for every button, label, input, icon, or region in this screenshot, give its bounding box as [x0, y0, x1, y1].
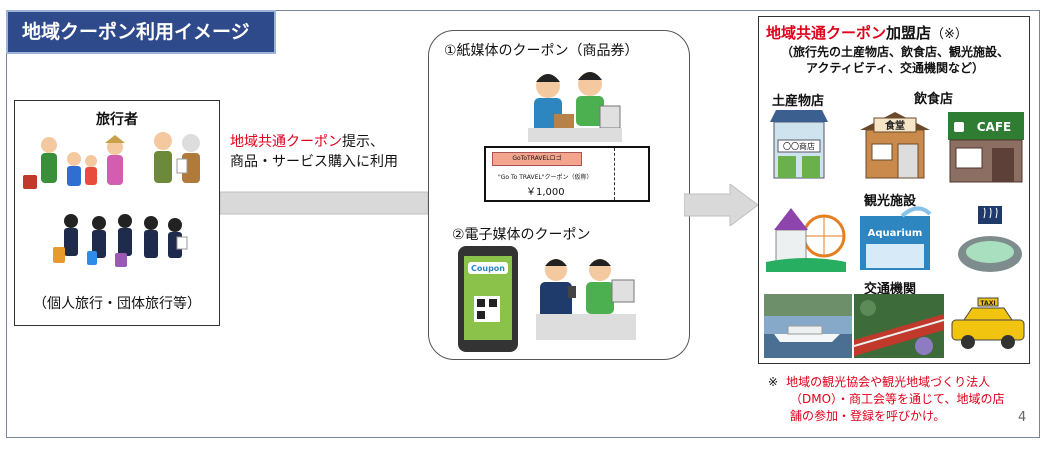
- smartphone-coupon-illustration: Coupon: [458, 246, 518, 352]
- ticket-name: "Go To TRAVEL"クーポン（仮称）: [498, 174, 593, 181]
- taxi-sign-text: TAXI: [980, 300, 995, 307]
- stores-title: 地域共通クーポン加盟店（※）: [766, 22, 968, 43]
- aquarium-icon: Aquarium: [860, 206, 932, 270]
- footnote-line2: （DMO）・商工会等を通じて、地域の店: [790, 392, 1005, 406]
- label-souvenir: 土産物店: [772, 94, 825, 109]
- stores-title-red: 地域共通クーポン: [766, 24, 887, 42]
- footnote: ※ 地域の観光協会や観光地域づくり法人 （DMO）・商工会等を通じて、地域の店 舗…: [768, 374, 1004, 425]
- ticket-perforation: [614, 148, 615, 200]
- stores-subtitle: （旅行先の土産物店、飲食店、観光施設、 アクティビティ、交通機関など）: [766, 44, 1024, 76]
- digital-coupon-heading: ②電子媒体のクーポン: [452, 227, 591, 243]
- usage-line2: 商品・サービス購入に利用: [230, 154, 398, 170]
- ferry-photo: [764, 294, 852, 358]
- slide-title: 地域クーポン利用イメージ: [6, 10, 276, 54]
- mobile-payment-illustration: [536, 259, 636, 340]
- stores-subtitle-line1: （旅行先の土産物店、飲食店、観光施設、: [780, 45, 1009, 59]
- footnote-line3: 舗の参加・登録を呼びかけ。: [790, 409, 946, 423]
- stores-title-note: （※）: [931, 27, 968, 42]
- footnote-line1: 地域の観光協会や観光地域づくり法人: [786, 375, 991, 389]
- hot-spring-icon: [958, 206, 1022, 272]
- aquarium-sign-text: Aquarium: [868, 228, 923, 239]
- shop-sign-text: 〇〇商店: [783, 141, 815, 151]
- label-transport: 交通機関: [864, 282, 917, 297]
- usage-coupon-red: 地域共通クーポン: [230, 134, 342, 150]
- ticket-logo: GoToTRAVELロゴ: [492, 152, 582, 166]
- page-number: 4: [1018, 410, 1027, 425]
- arrow-right-icon-2: [684, 184, 758, 226]
- stores-title-rest: 加盟店: [886, 24, 932, 42]
- footnote-mark: ※: [768, 375, 779, 389]
- taxi-icon: TAXI: [951, 297, 1025, 349]
- diner-icon: 食堂: [860, 112, 930, 179]
- traveler-box: 旅行者 （個人旅行・団体旅行等）: [14, 100, 220, 326]
- paper-coupon-ticket: GoToTRAVELロゴ "Go To TRAVEL"クーポン（仮称） ￥1,0…: [484, 146, 650, 202]
- slide-frame: [6, 10, 1040, 438]
- arrow-right-icon: [220, 191, 428, 215]
- traveler-heading: 旅行者: [96, 112, 138, 128]
- label-restaurant: 飲食店: [914, 92, 954, 107]
- traveler-footer: （個人旅行・団体旅行等）: [33, 296, 201, 312]
- phone-coupon-label: Coupon: [471, 264, 505, 273]
- usage-text: 地域共通クーポン提示、 商品・サービス購入に利用: [230, 132, 398, 172]
- souvenir-shop-icon: 〇〇商店: [770, 110, 828, 179]
- usage-line1-rest: 提示、: [342, 134, 384, 150]
- stores-subtitle-line2: アクティビティ、交通機関など）: [806, 61, 984, 75]
- cafe-sign-text: CAFE: [977, 120, 1012, 134]
- cafe-icon: CAFE: [948, 112, 1024, 183]
- ticket-price: ￥1,000: [526, 187, 565, 198]
- amusement-park-icon: [766, 208, 846, 272]
- paper-coupon-heading: ①紙媒体のクーポン（商品券）: [444, 43, 639, 59]
- label-tourism: 観光施設: [864, 194, 917, 209]
- diner-sign-text: 食堂: [884, 119, 905, 132]
- train-photo: [854, 294, 944, 358]
- tourists-illustration: [23, 132, 200, 267]
- shop-counter-illustration: [528, 72, 622, 142]
